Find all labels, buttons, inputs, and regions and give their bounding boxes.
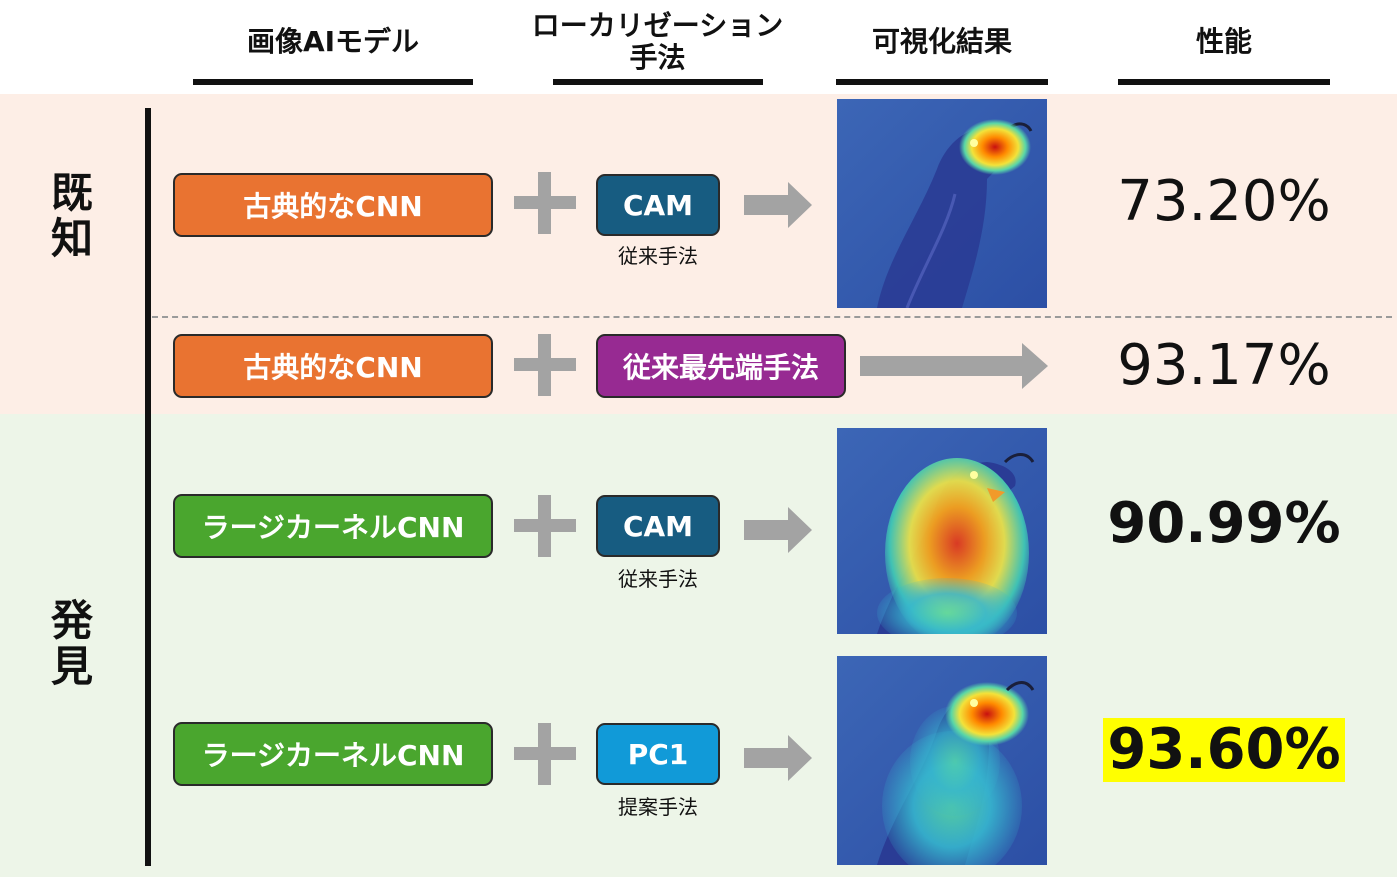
model-box-classic-cnn: 古典的なCNN	[173, 334, 493, 398]
arrow-icon	[744, 735, 812, 781]
method-box-cam: CAM	[596, 174, 720, 236]
group-label-discovery-text: 発見	[50, 596, 93, 691]
plus-icon	[514, 172, 576, 234]
row-separator	[152, 316, 1392, 318]
arrow-icon	[744, 182, 812, 228]
group-label-discovery: 発見	[42, 598, 102, 690]
model-box-classic-cnn: 古典的なCNN	[173, 173, 493, 237]
performance-highlight: 93.60%	[1103, 718, 1345, 782]
discovery-section-background	[0, 414, 1397, 877]
arrow-icon	[744, 507, 812, 553]
header-method: ローカリゼーション 手法	[515, 10, 800, 74]
group-divider	[145, 108, 151, 866]
method-note-proposed: 提案手法	[618, 795, 698, 819]
group-label-known-text: 既知	[50, 168, 93, 263]
performance-value: 73.20%	[1117, 169, 1331, 234]
plus-icon	[514, 495, 576, 557]
heatmap-classic-cam-image	[837, 99, 1047, 308]
plus-icon	[514, 723, 576, 785]
header-performance: 性能	[1195, 25, 1252, 58]
performance-value: 93.17%	[1117, 333, 1331, 398]
arrow-icon	[860, 343, 1048, 389]
header-method-line1: ローカリゼーション	[531, 9, 784, 42]
method-note: 従来手法	[618, 244, 698, 268]
method-box-sota: 従来最先端手法	[596, 334, 846, 398]
performance-value: 90.99%	[1107, 491, 1341, 556]
heatmap-large-kernel-pc1-image	[837, 656, 1047, 865]
header-performance-underline	[1118, 79, 1330, 85]
header-method-line2: 手法	[629, 41, 686, 74]
model-box-large-kernel-cnn: ラージカーネルCNN	[173, 722, 493, 786]
header-result: 可視化結果	[871, 25, 1012, 58]
performance-value-highlighted: 93.60%	[1094, 718, 1354, 782]
method-box-cam: CAM	[596, 495, 720, 557]
heatmap-large-kernel-cam-image	[837, 428, 1047, 634]
method-box-pc1: PC1	[596, 723, 720, 785]
header-result-underline	[836, 79, 1048, 85]
plus-icon	[514, 334, 576, 396]
model-box-large-kernel-cnn: ラージカーネルCNN	[173, 494, 493, 558]
header-method-underline	[553, 79, 763, 85]
method-note: 従来手法	[618, 567, 698, 591]
group-label-known: 既知	[42, 170, 102, 262]
header-model-underline	[193, 79, 473, 85]
header-model: 画像AIモデル	[246, 25, 420, 58]
